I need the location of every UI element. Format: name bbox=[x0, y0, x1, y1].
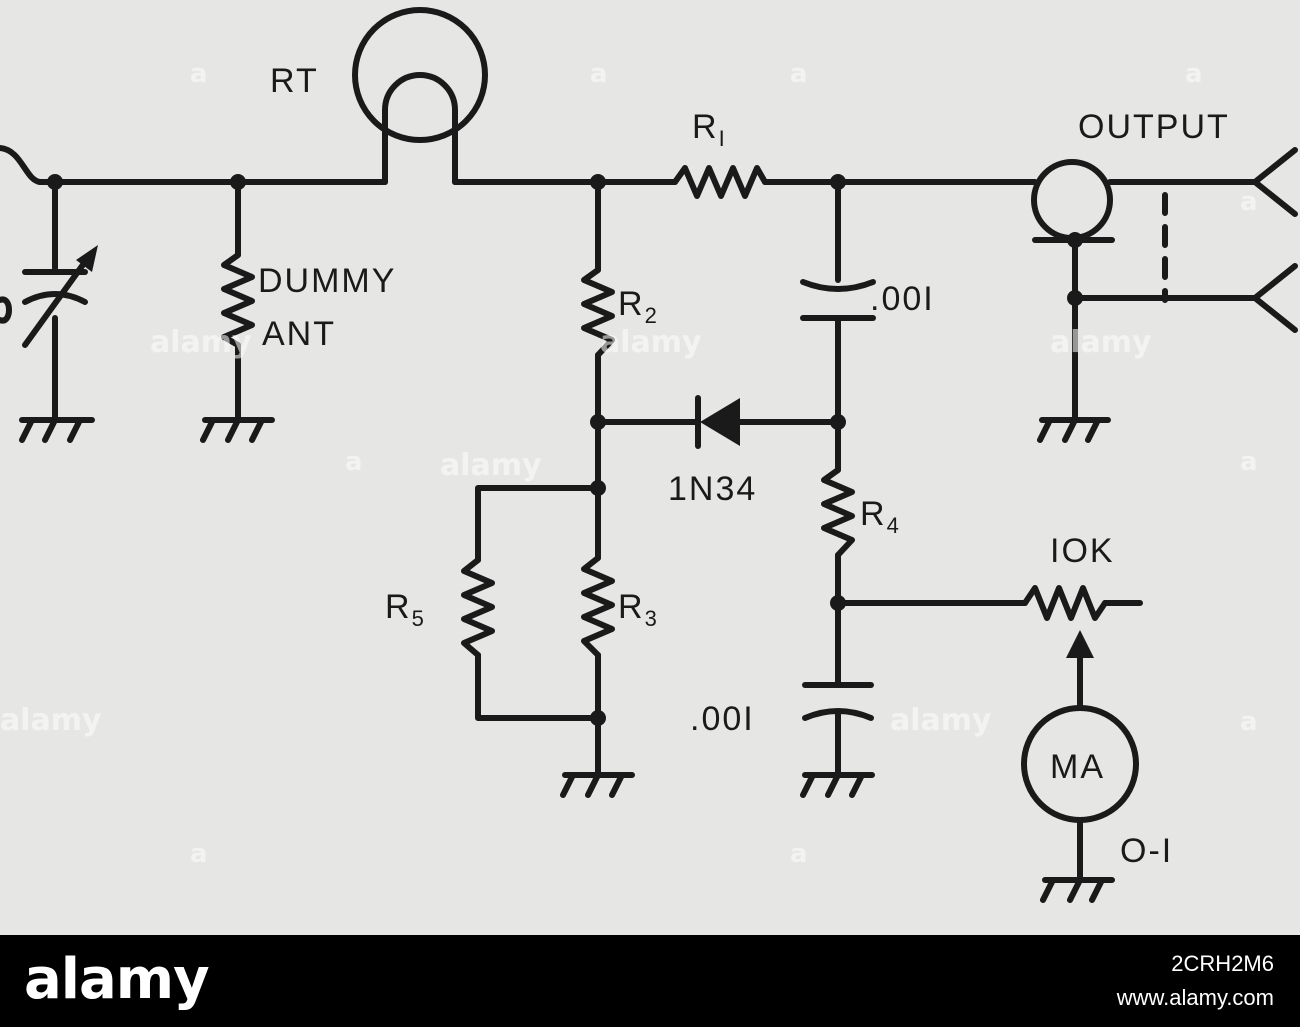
junction-dots bbox=[47, 174, 1083, 726]
label-pot: IOK bbox=[1050, 532, 1115, 570]
cap-bottom bbox=[802, 682, 874, 721]
label-r5: R5 bbox=[385, 588, 426, 631]
watermark-word: alamy bbox=[440, 448, 542, 483]
r3-resistor bbox=[581, 555, 615, 658]
circuit-schematic: RT RI OUTPUT DUMMY ANT R2 .00I 1N34 R4 I… bbox=[0, 7, 1298, 903]
watermark-word: alamy bbox=[1050, 325, 1152, 360]
label-cap-top: .00I bbox=[870, 280, 935, 318]
watermark-letter: a bbox=[190, 59, 208, 89]
watermark-letter: a bbox=[1240, 707, 1258, 737]
component-labels: RT RI OUTPUT DUMMY ANT R2 .00I 1N34 R4 I… bbox=[258, 62, 1230, 870]
wires bbox=[0, 122, 1258, 883]
r2-resistor bbox=[581, 267, 615, 358]
watermark-word: alamy bbox=[890, 703, 992, 738]
r1-resistor bbox=[672, 165, 768, 199]
dummy-ant-resistor bbox=[221, 252, 255, 348]
label-r4: R4 bbox=[860, 495, 901, 538]
output-connector bbox=[1031, 147, 1298, 333]
label-dummy: DUMMY bbox=[258, 262, 396, 300]
watermark-word: alamy bbox=[600, 325, 702, 360]
image-id: 2CRH2M6 bbox=[1171, 951, 1274, 976]
label-ant: ANT bbox=[262, 315, 336, 353]
label-r1: RI bbox=[692, 108, 727, 151]
watermark: alamy alamy alamy alamy alamy alamy a a … bbox=[0, 59, 1258, 869]
watermark-letter: a bbox=[1240, 447, 1258, 477]
watermark-word: alamy bbox=[0, 703, 102, 738]
label-r2: R2 bbox=[618, 285, 659, 328]
diode-1n34 bbox=[695, 395, 740, 449]
brand-logo: alamy bbox=[24, 947, 210, 1012]
r4-resistor bbox=[821, 467, 855, 558]
label-cap-bottom: .00I bbox=[690, 700, 755, 738]
watermark-letter: a bbox=[790, 59, 808, 89]
milliammeter bbox=[1021, 705, 1139, 823]
watermark-word: alamy bbox=[150, 325, 252, 360]
label-r3: R3 bbox=[618, 588, 659, 631]
watermark-letter: a bbox=[190, 839, 208, 869]
ground-symbols bbox=[19, 417, 1115, 903]
rt-tube bbox=[352, 7, 488, 185]
label-rt: RT bbox=[270, 62, 319, 100]
stock-footer-bar: alamy 2CRH2M6 www.alamy.com bbox=[0, 935, 1300, 1027]
label-meter-range: O-I bbox=[1120, 832, 1173, 870]
label-diode: 1N34 bbox=[668, 470, 757, 508]
r5-resistor bbox=[461, 557, 495, 658]
label-output: OUTPUT bbox=[1078, 108, 1230, 146]
watermark-letter: a bbox=[1185, 59, 1203, 89]
watermark-letter: a bbox=[345, 447, 363, 477]
watermark-letter: a bbox=[790, 839, 808, 869]
cap-top bbox=[800, 279, 876, 321]
watermark-letter: a bbox=[590, 59, 608, 89]
label-meter: MA bbox=[1050, 748, 1105, 786]
potentiometer-10k bbox=[1022, 585, 1108, 658]
watermark-letter: a bbox=[1240, 187, 1258, 217]
site-url: www.alamy.com bbox=[1116, 985, 1274, 1010]
variable-capacitor bbox=[0, 245, 98, 348]
